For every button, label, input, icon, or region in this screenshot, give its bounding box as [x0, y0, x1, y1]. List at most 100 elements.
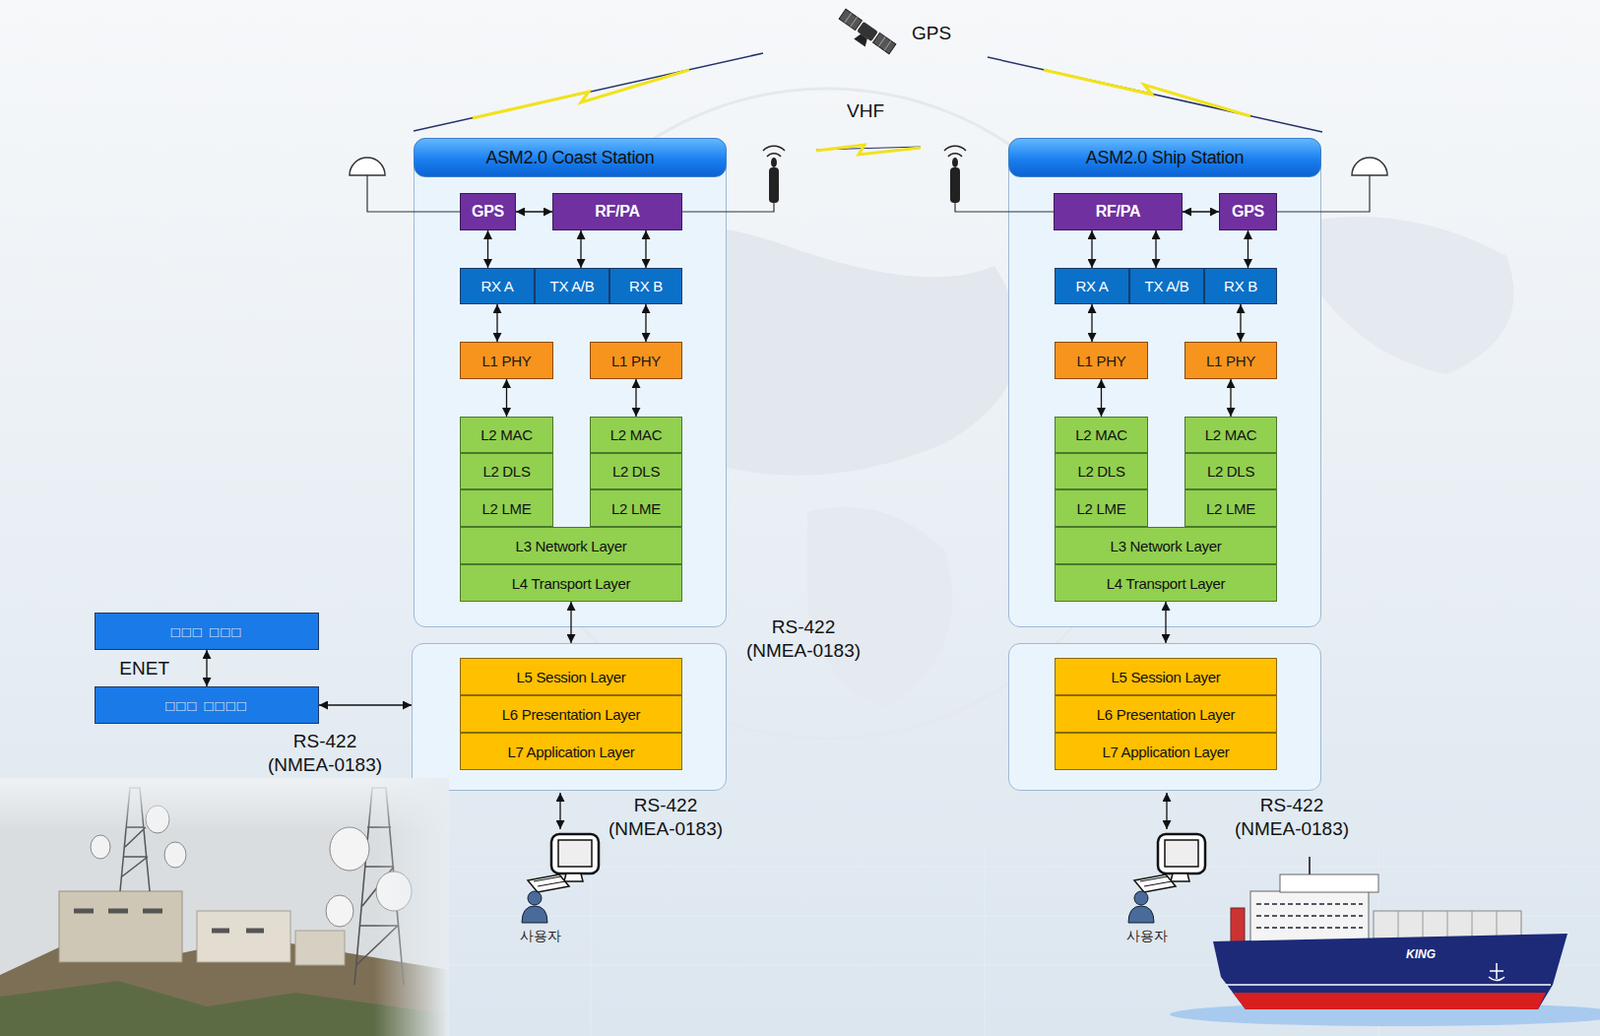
connector-arrow	[644, 230, 646, 268]
user-terminal	[1140, 876, 1172, 887]
box-label: L7 Application Layer	[507, 743, 635, 761]
protocol-layer-box: L3 Network Layer	[459, 526, 683, 565]
user-terminal	[1157, 833, 1206, 874]
box-label: L2 MAC	[1075, 426, 1127, 444]
box-label: L6 Presentation Layer	[502, 705, 640, 723]
protocol-layer-box: L2 LME	[1184, 489, 1278, 527]
connector-arrow	[319, 704, 412, 705]
connector-arrow	[1164, 601, 1166, 643]
vhf-link	[816, 144, 921, 155]
box-label: L2 LME	[611, 500, 661, 517]
user-terminal	[1164, 839, 1199, 867]
transceiver-box: TX A/B	[534, 267, 610, 305]
box-label: GPS	[471, 202, 505, 221]
interface-label: RS-422 (NMEA-0183)	[1227, 793, 1356, 841]
protocol-layer-box: L6 Presentation Layer	[1054, 695, 1278, 733]
satellite-icon	[873, 32, 896, 54]
interface-label: RS-422 (NMEA-0183)	[260, 729, 389, 777]
box-label: L1 PHY	[482, 352, 532, 370]
satellite-label: GPS	[896, 21, 966, 46]
transceiver-box: RX B	[609, 267, 683, 305]
box-label: L3 Network Layer	[515, 537, 628, 555]
box-label: L3 Network Layer	[1110, 537, 1222, 555]
ship-illustration	[1308, 856, 1311, 875]
box-label: L2 MAC	[1205, 426, 1257, 444]
station-title: ASM2.0 Ship Station	[1008, 137, 1322, 178]
protocol-layer-box: L2 DLS	[1054, 452, 1149, 490]
protocol-layer-box: L7 Application Layer	[459, 732, 683, 770]
protocol-layer-box: L7 Application Layer	[1054, 732, 1278, 770]
connector-arrow	[1090, 304, 1092, 342]
protocol-layer-box: L2 DLS	[459, 452, 554, 490]
user-terminal	[558, 839, 592, 867]
protocol-layer-box: L4 Transport Layer	[459, 564, 683, 602]
user-terminal	[521, 792, 599, 923]
box-label: L2 LME	[482, 500, 532, 517]
coast-station-photo	[0, 777, 449, 1036]
protocol-layer-box: L2 MAC	[1184, 416, 1278, 453]
ship-illustration	[1373, 910, 1522, 939]
box-label: L5 Session Layer	[1110, 668, 1220, 686]
connector-arrow	[487, 230, 489, 268]
station-title: ASM2.0 Coast Station	[413, 137, 727, 178]
module-box: RF/PA	[1053, 192, 1183, 231]
vhf-antenna	[952, 157, 959, 168]
box-label: L6 Presentation Layer	[1096, 705, 1235, 723]
protocol-layer-box: L4 Transport Layer	[1054, 564, 1278, 602]
user-terminal	[521, 905, 548, 923]
protocol-layer-box: L2 MAC	[1054, 416, 1149, 453]
user-terminal	[1128, 792, 1206, 923]
user-terminal	[1165, 792, 1167, 830]
coast-station-photo	[164, 841, 187, 868]
link-label: VHF	[831, 99, 900, 124]
protocol-layer-box: L2 MAC	[589, 416, 683, 453]
box-label: L2 LME	[1077, 500, 1127, 517]
user-terminal	[564, 873, 583, 882]
box-label: L2 MAC	[610, 426, 662, 444]
box-label: RX A	[481, 277, 514, 295]
satellite-icon	[844, 12, 892, 51]
vhf-antenna	[950, 167, 960, 203]
protocol-layer-box: L3 Network Layer	[1054, 526, 1278, 565]
box-label: L1 PHY	[1077, 352, 1127, 370]
ship-illustration	[1280, 874, 1379, 893]
transceiver-box: RX A	[1054, 267, 1130, 305]
box-label: RF/PA	[594, 202, 640, 221]
user-terminal	[1134, 874, 1176, 893]
gps-link	[413, 53, 764, 131]
vhf-antenna	[768, 167, 779, 203]
station-panel: ASM2.0 Coast StationGPS RF/PA RX A TX A/B RX…	[413, 137, 727, 628]
protocol-layer-box: L5 Session Layer	[1054, 657, 1278, 696]
box-label: L2 LME	[1206, 500, 1256, 517]
coast-station-photo	[329, 827, 370, 871]
vhf-link	[816, 144, 921, 155]
protocol-layer-box: L5 Session Layer	[459, 657, 683, 696]
coast-station-photo	[295, 930, 345, 965]
connector-arrow	[506, 379, 508, 417]
coast-station-photo	[374, 777, 449, 1036]
box-label: TX A/B	[550, 277, 595, 295]
satellite-icon	[834, 8, 896, 61]
coast-station-photo	[73, 910, 264, 931]
protocol-layer-box: L2 LME	[1054, 489, 1149, 527]
box-label: TX A/B	[1145, 277, 1190, 295]
box-label: □□□ □□□	[171, 623, 244, 640]
map-shape	[807, 507, 954, 709]
ship-illustration	[1250, 891, 1369, 943]
protocol-layer-box: L2 DLS	[589, 452, 683, 490]
box-label: L2 DLS	[482, 462, 530, 480]
edge-label: ENET	[119, 656, 170, 681]
transceiver-box: TX A/B	[1129, 267, 1205, 305]
box-label: RX B	[629, 277, 663, 295]
layer-group: L5 Session Layer L6 Presentation Layer L7 …	[411, 642, 727, 791]
vhf-antenna	[944, 145, 966, 157]
protocol-layer-box: L2 MAC	[459, 416, 554, 453]
coast-station-photo	[90, 834, 111, 859]
box-label: RX A	[1076, 277, 1109, 295]
phy-box: L1 PHY	[589, 341, 683, 380]
ship-name: KING	[1391, 947, 1451, 961]
connector-arrow	[1239, 304, 1241, 342]
coast-station-photo	[325, 895, 354, 927]
